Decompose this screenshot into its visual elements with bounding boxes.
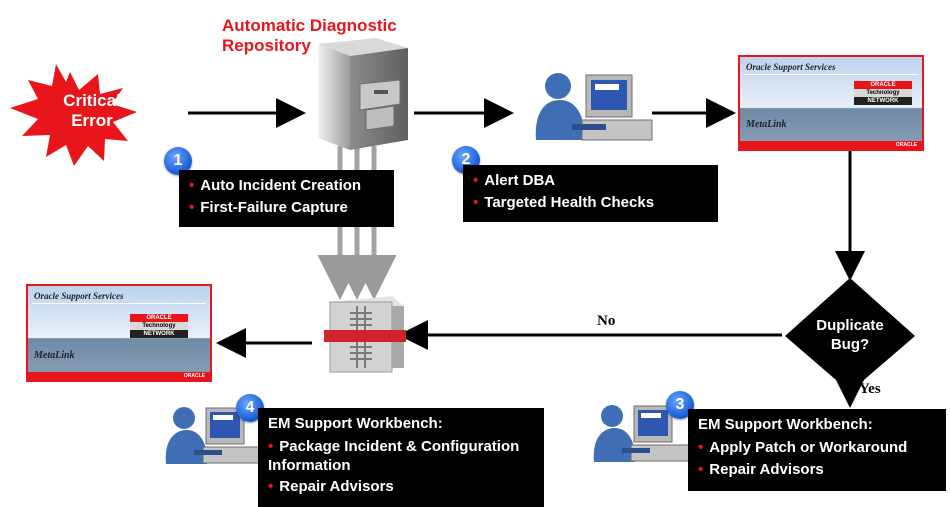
step-4-box: EM Support Workbench: •Package Incident … — [258, 408, 544, 507]
decision-yes-label: Yes — [859, 381, 881, 397]
metalink-screenshot-top: Oracle Support Services ORACLE Technolog… — [738, 55, 924, 151]
metalink-text: MetaLink — [746, 119, 787, 130]
step-1-item: First-Failure Capture — [200, 198, 348, 216]
step-2-box: •Alert DBA •Targeted Health Checks — [463, 165, 718, 222]
metalink-text: MetaLink — [34, 350, 75, 361]
step-4-heading: EM Support Workbench: — [268, 415, 443, 432]
adr-title: Automatic Diagnostic Repository — [222, 16, 397, 56]
oracle-support-services-text: Oracle Support Services — [746, 62, 836, 72]
step-4-item: Repair Advisors — [279, 478, 394, 496]
step-4-item: Package Incident & Configuration Informa… — [268, 437, 520, 474]
otn-logo: ORACLE Technology NETWORK — [854, 81, 912, 105]
step-1-box: •Auto Incident Creation •First-Failure C… — [179, 170, 394, 227]
otn-logo: ORACLE Technology NETWORK — [130, 314, 188, 338]
critical-error-label: Critical Error — [63, 91, 121, 131]
step-3-item: Repair Advisors — [709, 460, 824, 478]
metalink-screenshot-left: Oracle Support Services ORACLE Technolog… — [26, 284, 212, 382]
support-user-computer-icon — [165, 407, 262, 464]
oracle-support-services-text: Oracle Support Services — [34, 291, 124, 301]
step-3-item: Apply Patch or Workaround — [709, 438, 908, 456]
decision-diamond — [785, 278, 915, 392]
step-3-box: EM Support Workbench: •Apply Patch or Wo… — [688, 409, 946, 491]
dba-computer-icon — [535, 73, 653, 141]
decision-label: Duplicate Bug? — [816, 317, 884, 353]
step-3-heading: EM Support Workbench: — [698, 416, 873, 433]
decision-no-label: No — [597, 313, 616, 329]
step-1-item: Auto Incident Creation — [200, 177, 362, 194]
incident-package-icon — [324, 296, 406, 373]
patch-user-computer-icon — [593, 405, 690, 462]
step-2-item: Alert DBA — [484, 172, 556, 189]
repository-cabinet-icon — [318, 38, 408, 150]
step-2-item: Targeted Health Checks — [484, 193, 655, 211]
critical-error-burst — [10, 64, 137, 166]
